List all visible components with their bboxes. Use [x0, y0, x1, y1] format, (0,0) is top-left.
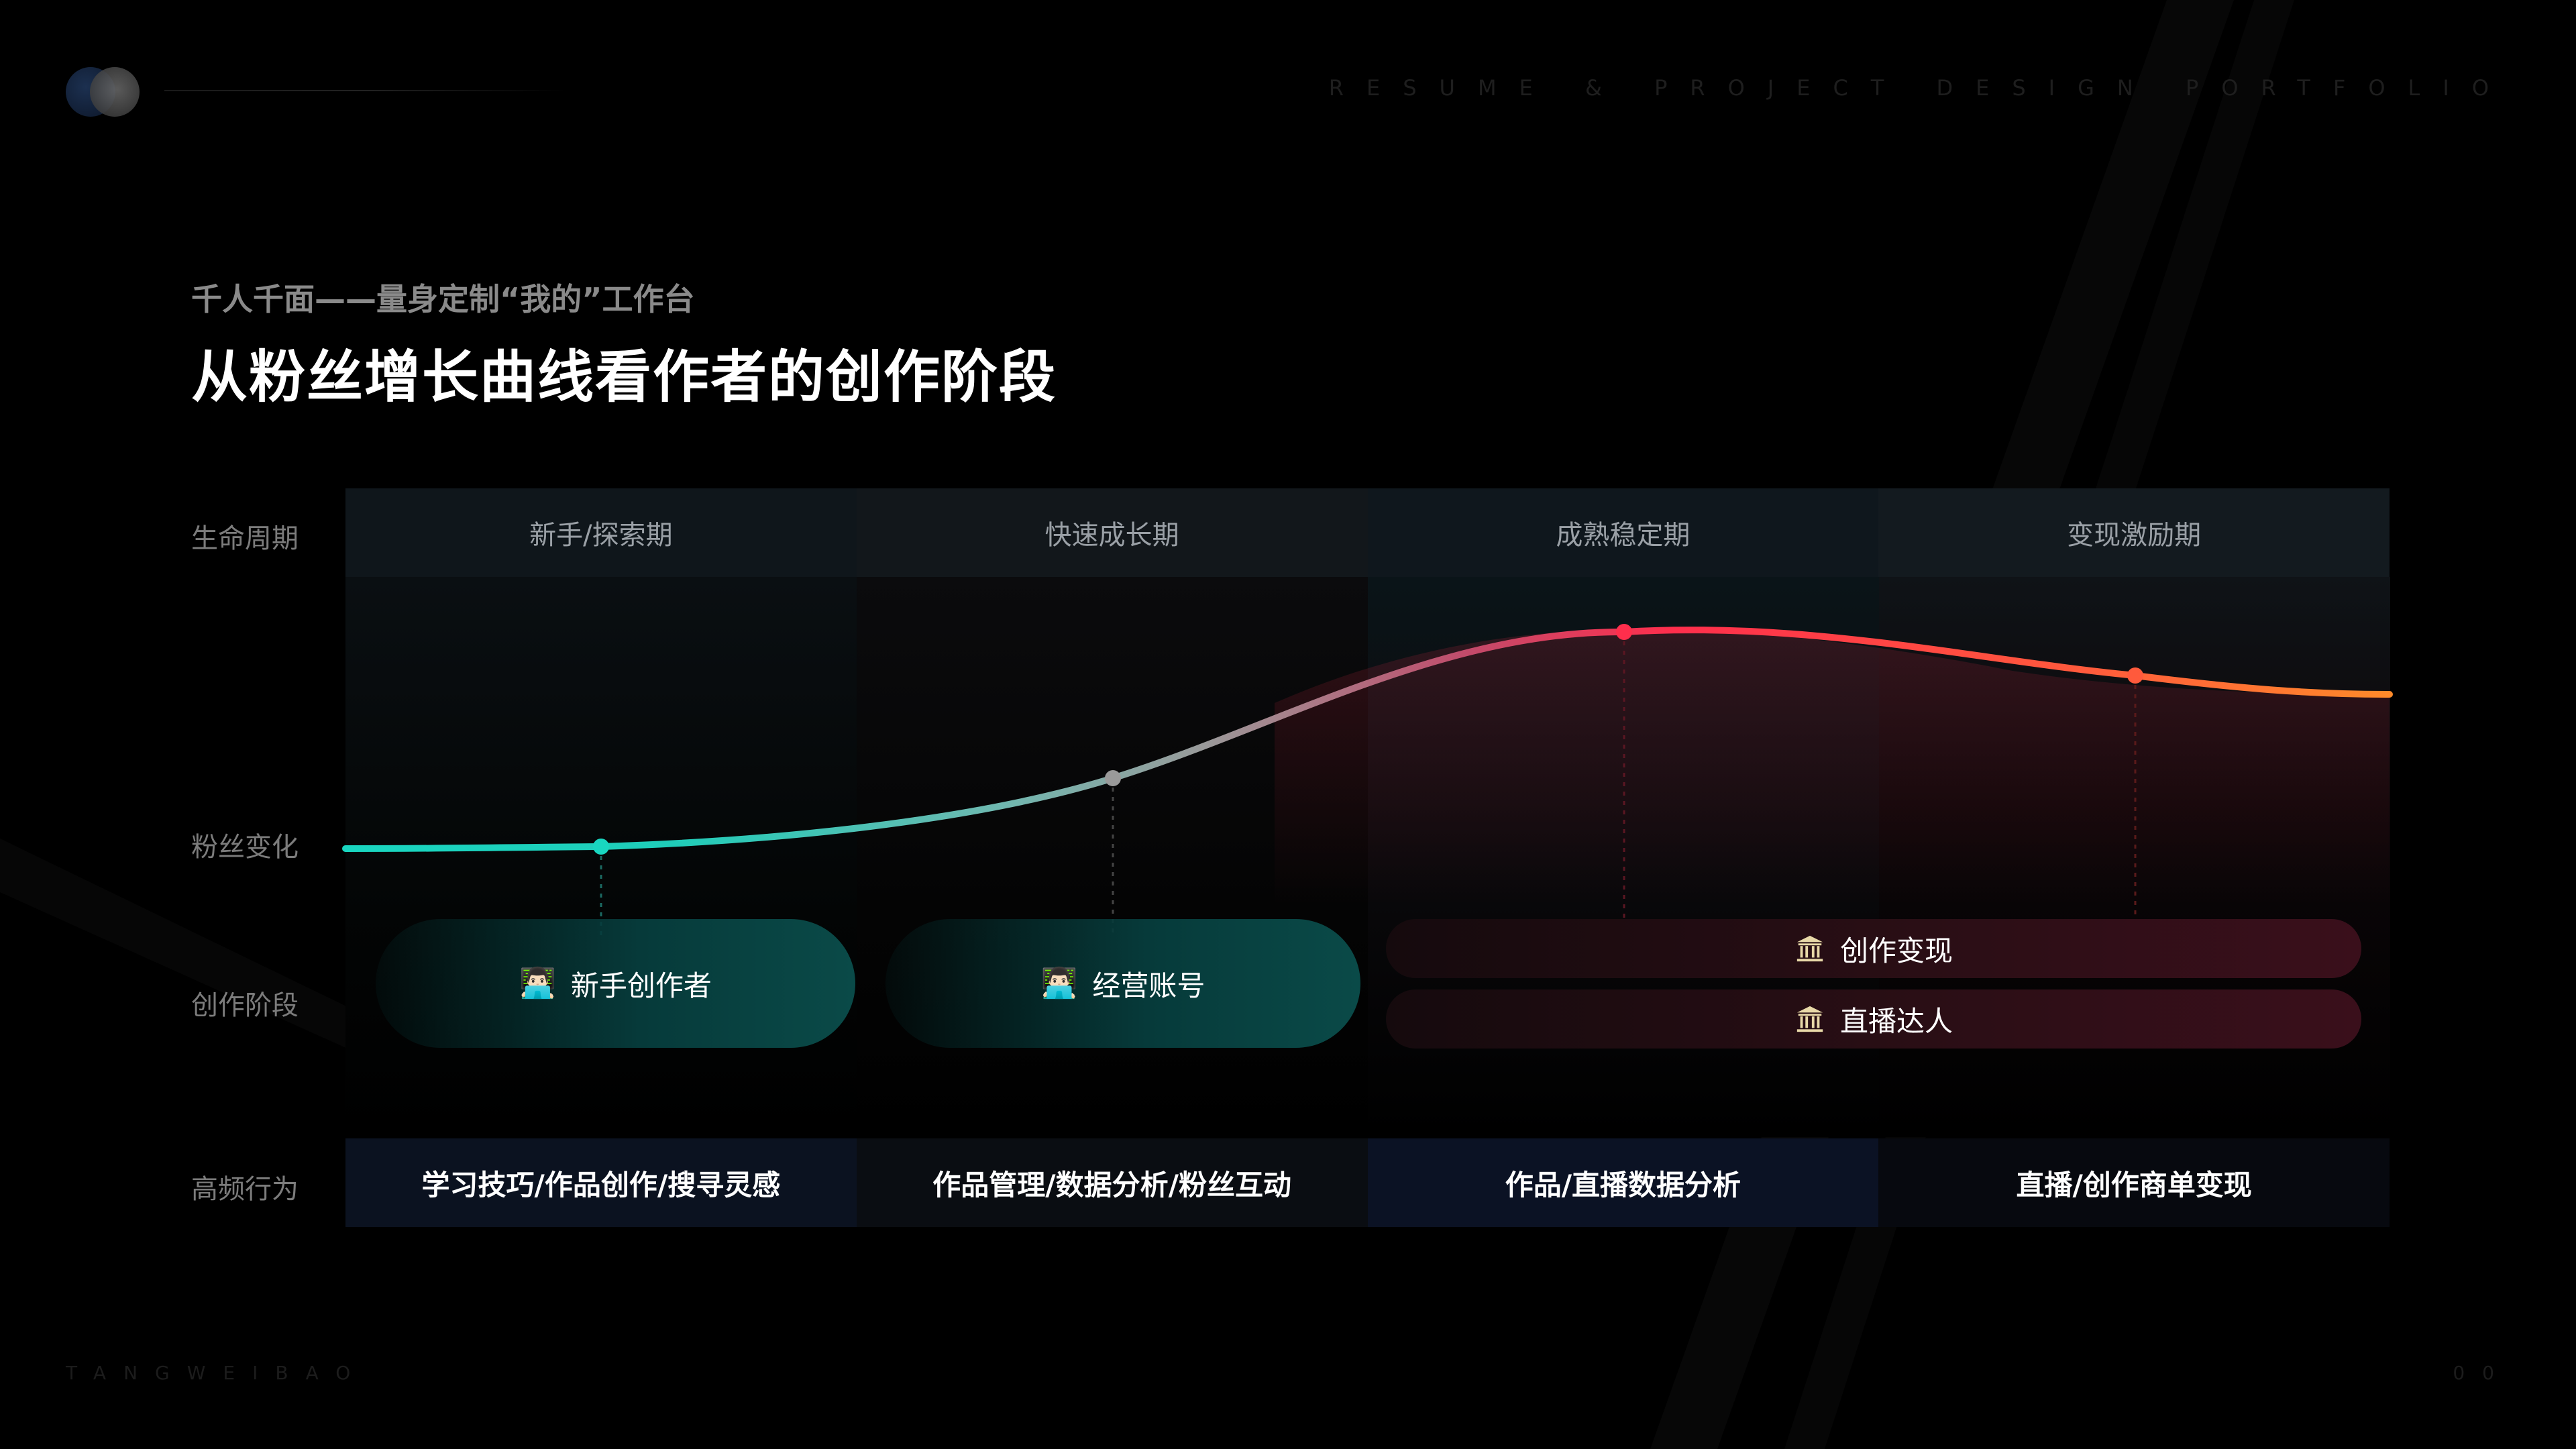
- phase-column-shade: [1368, 577, 1879, 1137]
- behavior-growth: 作品管理/数据分析/粉丝互动: [856, 1138, 1368, 1227]
- phase-column-shade: [857, 577, 1368, 1137]
- phase-column-shade: [345, 577, 857, 1137]
- lifecycle-row: 新手/探索期 快速成长期 成熟稳定期 变现激励期: [345, 488, 2390, 577]
- row-label-lifecycle: 生命周期: [191, 523, 299, 554]
- logo-circle-gray: [90, 67, 140, 117]
- stage-account-operation: 👨🏻‍💻 经营账号: [885, 919, 1360, 1048]
- bank-icon: [1796, 1006, 1823, 1032]
- behavior-monetize: 直播/创作商单变现: [1878, 1138, 2390, 1227]
- stage-creation-monetize: 创作变现: [1386, 919, 2361, 978]
- phase-growth: 快速成长期: [856, 488, 1368, 577]
- stage-monetize-label: 创作变现: [1839, 934, 1953, 967]
- stage-novice-label: 新手创作者: [570, 969, 712, 1002]
- brand-logo: [66, 67, 141, 117]
- user-avatar-icon: 👨🏻‍💻: [1040, 966, 1078, 1000]
- row-label-behavior: 高频行为: [191, 1174, 299, 1205]
- phase-novice: 新手/探索期: [345, 488, 857, 577]
- stage-novice-creator: 👨🏻‍💻 新手创作者: [376, 919, 855, 1048]
- user-avatar-icon: 👨🏻‍💻: [519, 966, 556, 1000]
- row-label-fans: 粉丝变化: [191, 832, 299, 863]
- stage-operator-label: 经营账号: [1092, 969, 1205, 1002]
- phase-monetize: 变现激励期: [1878, 488, 2390, 577]
- bank-icon: [1796, 935, 1823, 962]
- behavior-row: 学习技巧/作品创作/搜寻灵感 作品管理/数据分析/粉丝互动 作品/直播数据分析 …: [345, 1138, 2390, 1227]
- row-label-stage: 创作阶段: [191, 990, 299, 1021]
- header-divider: [164, 90, 567, 91]
- phase-column-shade: [1879, 577, 2390, 1137]
- page-title: 从粉丝增长曲线看作者的创作阶段: [191, 344, 1057, 410]
- stage-live-streamer: 直播达人: [1386, 989, 2361, 1049]
- behavior-novice: 学习技巧/作品创作/搜寻灵感: [345, 1138, 857, 1227]
- footer-author: TANGWEIBAO: [66, 1362, 368, 1384]
- phase-mature: 成熟稳定期: [1367, 488, 1879, 577]
- portfolio-caption: RESUME & PROJECT DESIGN PORTFOLIO: [1328, 75, 2512, 101]
- section-subtitle: 千人千面——量身定制“我的”工作台: [191, 281, 695, 317]
- behavior-mature: 作品/直播数据分析: [1367, 1138, 1879, 1227]
- stage-live-label: 直播达人: [1839, 1004, 1953, 1038]
- footer-page-number: 00: [2453, 1362, 2512, 1384]
